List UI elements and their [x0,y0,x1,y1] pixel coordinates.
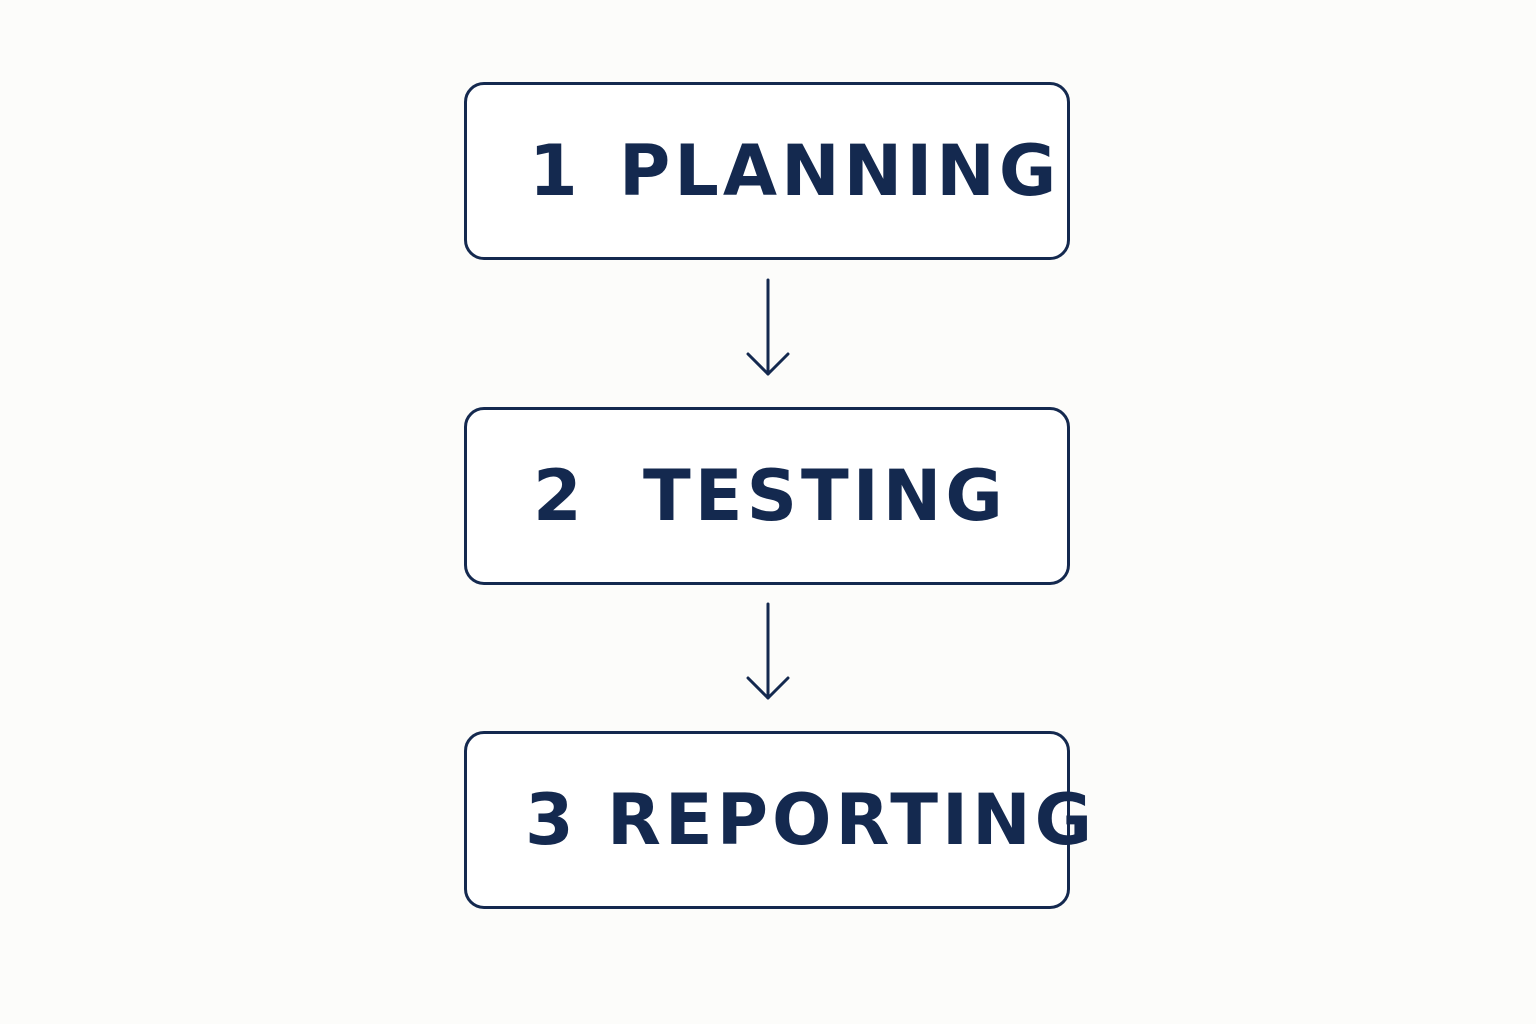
step-number: 2 [533,455,582,537]
step-box-reporting: 3 REPORTING [464,731,1092,909]
step-label: PLANNING [619,130,1061,212]
step-label: REPORTING [607,779,1097,861]
arrow-down-icon [746,602,790,700]
step-label: TESTING [643,455,1007,537]
step-box-testing: 2 TESTING [464,407,1070,585]
step-number: 1 [529,130,578,212]
arrow-down-icon [746,278,790,376]
step-box-planning: 1 PLANNING [464,82,1070,260]
step-number: 3 [525,779,574,861]
